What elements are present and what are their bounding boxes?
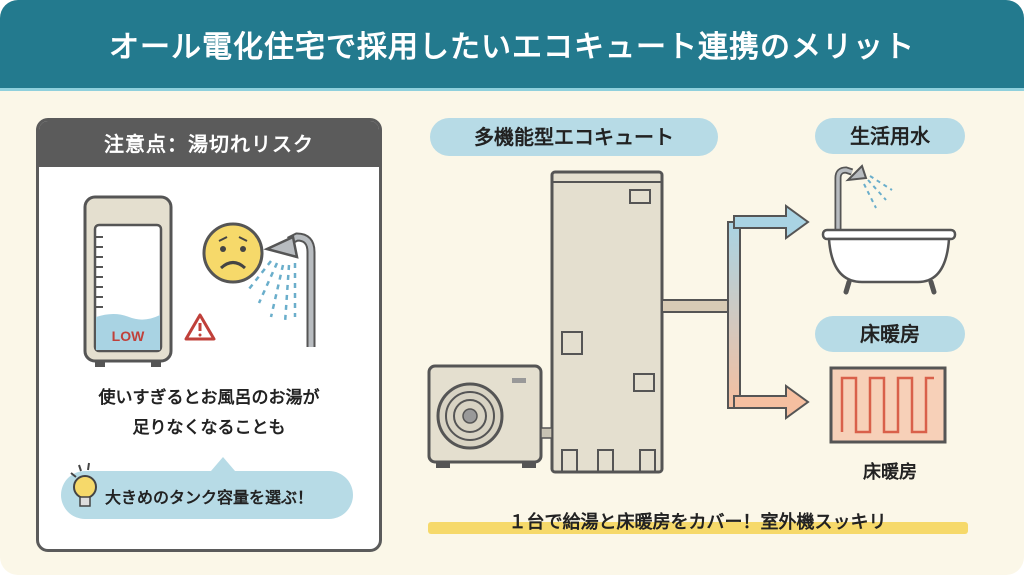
shower-icon <box>248 232 316 347</box>
lightbulb-icon <box>70 462 97 507</box>
tip-text: 大きめのタンク容量を選ぶ！ <box>105 488 314 507</box>
bathtub-shower-icon <box>821 164 957 295</box>
caution-card-title: 注意点：湯切れリスク <box>39 121 379 167</box>
warning-message: 使いすぎるとお風呂のお湯が 足りなくなることも <box>98 388 320 438</box>
floor-heating-sublabel: 床暖房 <box>863 462 917 483</box>
caution-card: 注意点：湯切れリスク LOW <box>36 118 382 552</box>
floor-heating-icon <box>829 366 947 444</box>
arrow-to-water-icon <box>733 204 810 240</box>
page-title: オール電化住宅で採用したいエコキュート連携のメリット <box>109 30 915 65</box>
output-label-water: 生活用水 <box>815 118 965 154</box>
diagram-caption: １台で給湯と床暖房をカバー！室外機スッキリ <box>508 512 887 533</box>
output-label-floor-heating: 床暖房 <box>815 316 965 352</box>
warning-icon <box>184 313 216 341</box>
tip-bubble: 大きめのタンク容量を選ぶ！ <box>61 457 353 519</box>
outdoor-heat-pump-icon <box>427 364 553 468</box>
hot-water-tank-icon <box>550 170 664 474</box>
caption-highlight <box>428 522 968 534</box>
ecocute-label: 多機能型エコキュート <box>430 118 718 156</box>
low-tank-illustration: LOW <box>83 195 316 367</box>
arrow-to-floor-icon <box>733 384 810 420</box>
water-tank-icon: LOW <box>83 195 173 367</box>
svg-text:LOW: LOW <box>112 328 145 344</box>
distribution-pipe <box>661 204 810 420</box>
worried-face-icon <box>202 222 264 284</box>
header-banner: オール電化住宅で採用したいエコキュート連携のメリット <box>0 0 1024 91</box>
